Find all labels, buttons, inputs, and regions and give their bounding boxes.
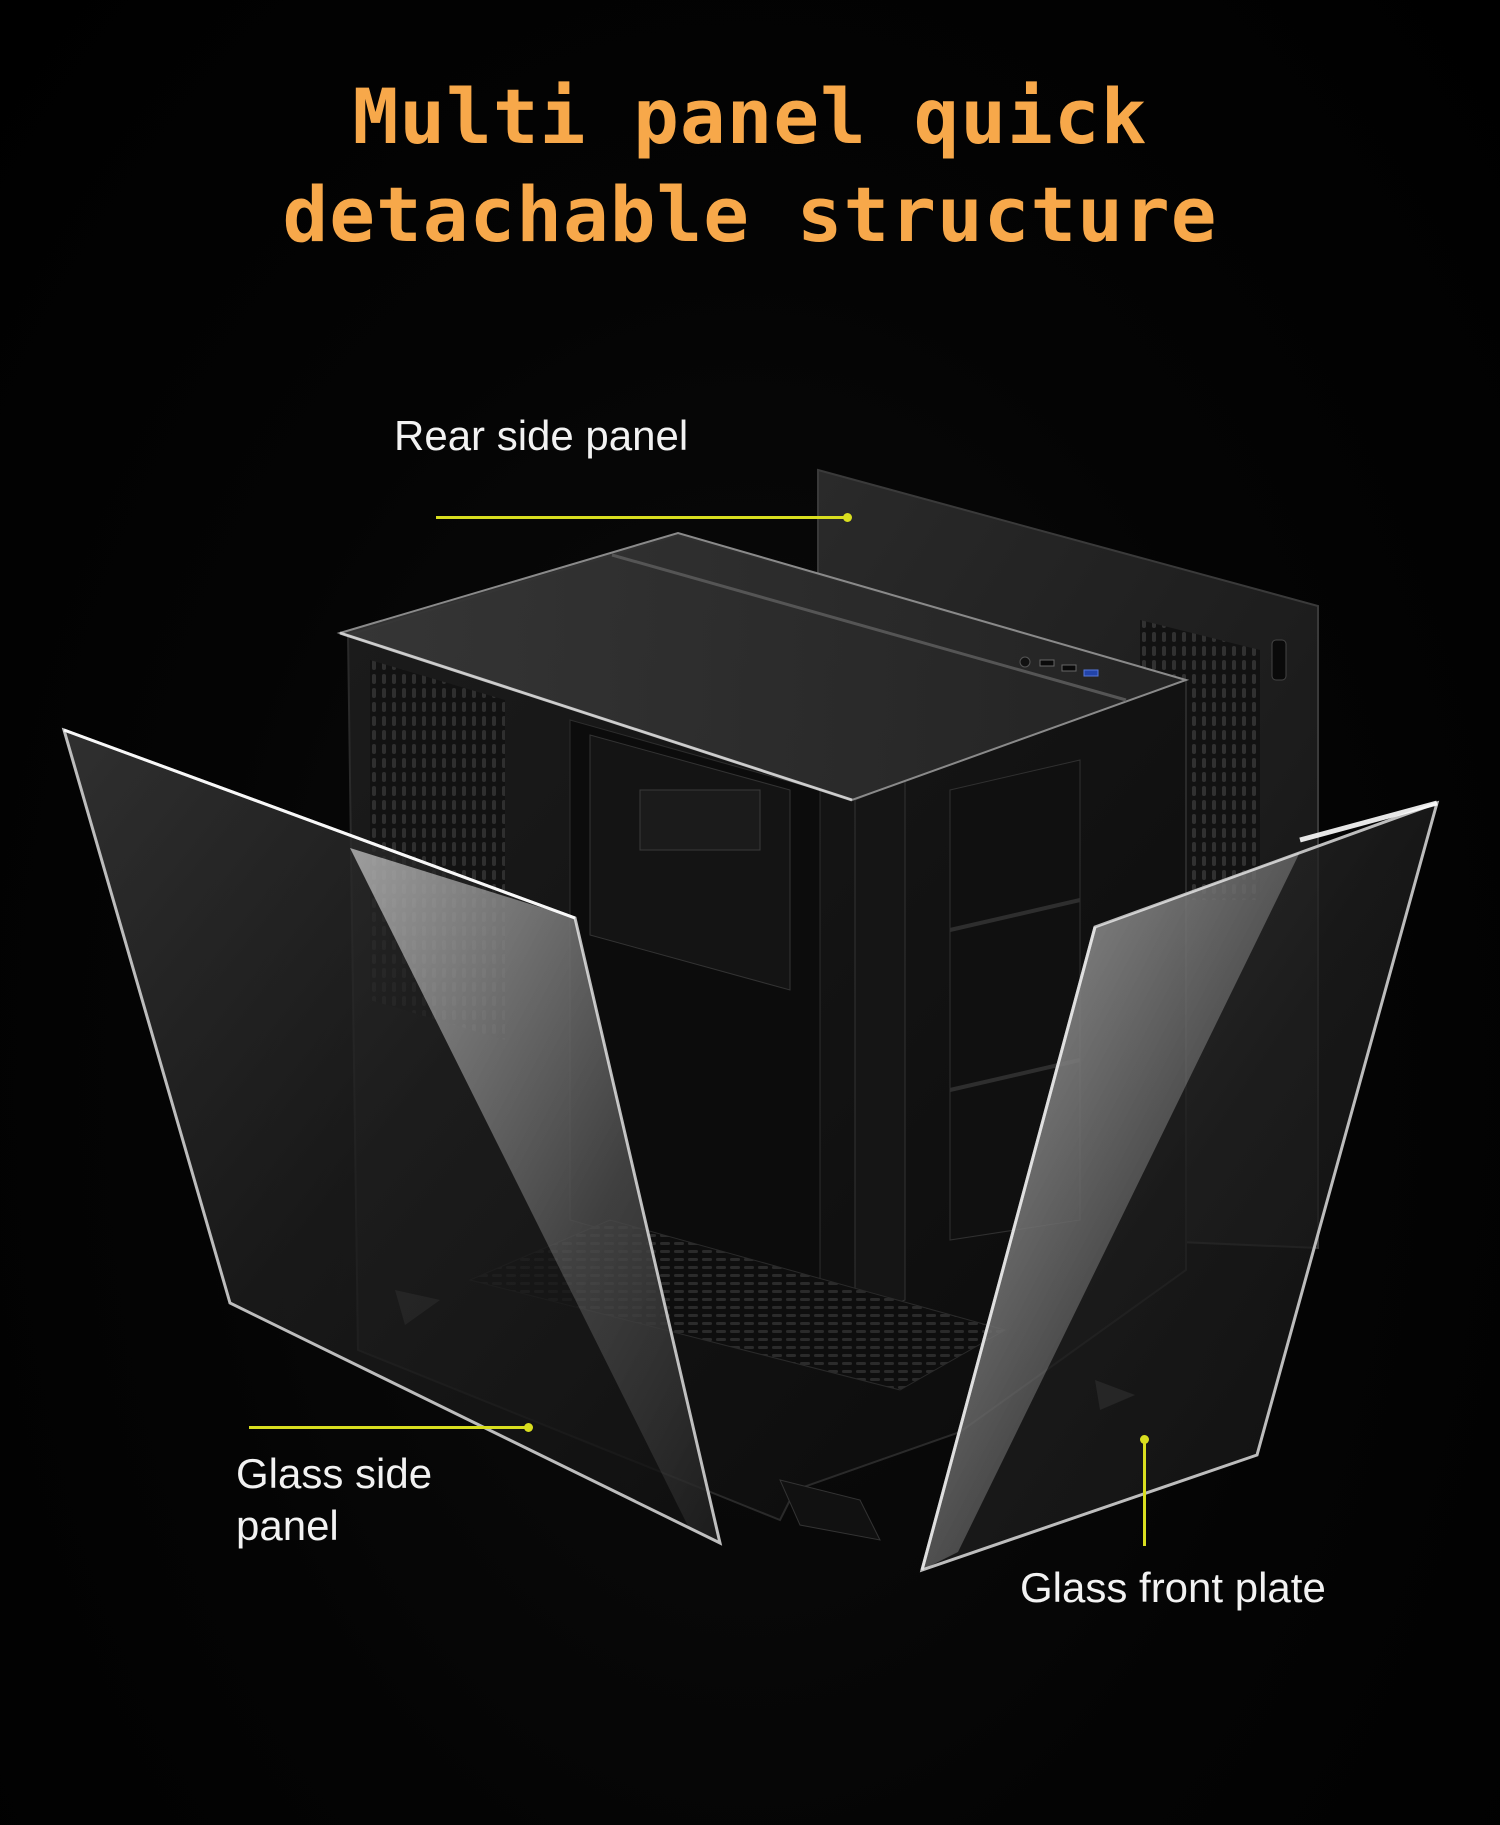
leader-dot-side bbox=[524, 1423, 533, 1432]
leader-line-front bbox=[1143, 1440, 1146, 1546]
top-glass-panel bbox=[336, 531, 1190, 802]
headline-line-1: Multi panel quick bbox=[352, 72, 1148, 161]
leader-line-rear bbox=[436, 516, 844, 519]
leader-line-side bbox=[249, 1426, 526, 1429]
glass-side-panel bbox=[61, 727, 723, 1546]
callout-glass-side-panel-line-2: panel bbox=[236, 1502, 339, 1549]
leader-dot-rear bbox=[843, 513, 852, 522]
callout-glass-side-panel-line-1: Glass side bbox=[236, 1450, 433, 1497]
headline: Multi panel quick detachable structure bbox=[0, 68, 1500, 264]
glass-front-plate bbox=[919, 800, 1440, 1573]
headline-line-2: detachable structure bbox=[282, 170, 1218, 259]
leader-dot-front bbox=[1140, 1435, 1149, 1444]
callout-glass-side-panel: Glass side panel bbox=[236, 1448, 432, 1552]
callout-rear-side-panel: Rear side panel bbox=[394, 412, 689, 459]
callout-glass-front-plate: Glass front plate bbox=[1020, 1564, 1326, 1611]
